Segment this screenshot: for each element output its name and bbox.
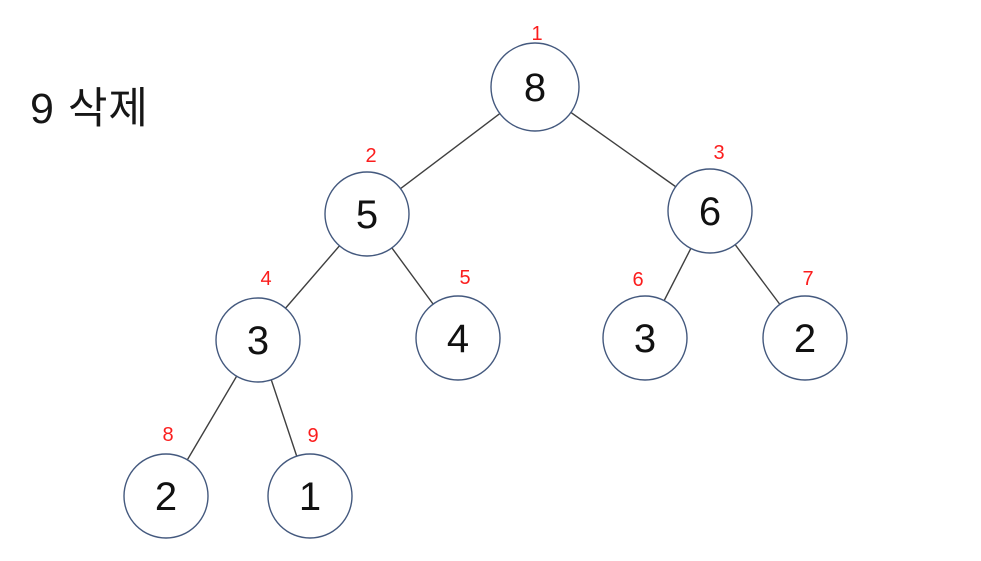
tree-node-circle [602,295,688,381]
tree-node-value: 2 [794,317,816,361]
tree-node-value: 3 [634,317,656,361]
tree-node-value: 1 [299,475,321,519]
tree-node-circle [415,295,501,381]
tree-node-value: 4 [447,317,469,361]
tree-node-circle [667,168,753,254]
tree-node-circle [123,453,209,539]
tree-node-circle [215,297,301,383]
node-order-label: 8 [162,424,173,446]
tree-node-circle [490,42,580,132]
node-order-label: 6 [632,269,643,291]
tree-node-circle [267,453,353,539]
tree-node-value: 2 [155,475,177,519]
tree-node-circle [324,171,410,257]
tree-node-value: 5 [356,193,378,237]
node-order-label: 4 [260,268,271,290]
tree-node-circle [762,295,848,381]
node-order-label: 9 [307,425,318,447]
node-order-label: 2 [365,145,376,167]
node-order-label: 5 [459,267,470,289]
tree-node-value: 8 [524,66,546,110]
tree-node-value: 6 [699,190,721,234]
node-order-label: 7 [802,268,813,290]
node-order-label: 3 [713,142,724,164]
slide-title: 9 삭제 [30,85,149,133]
tree-node-value: 3 [247,319,269,363]
node-order-label: 1 [531,23,542,45]
